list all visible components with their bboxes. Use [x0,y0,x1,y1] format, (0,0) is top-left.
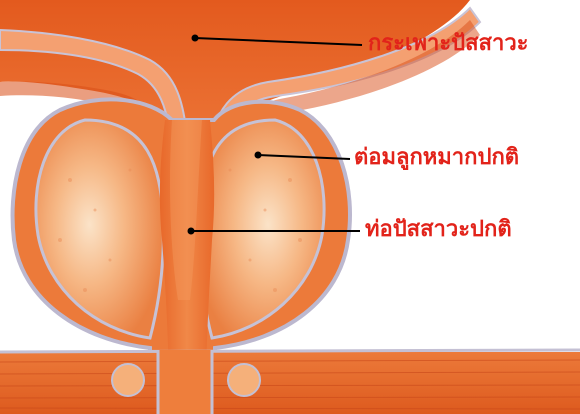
label-prostate: ต่อมลูกหมากปกติ [354,145,519,171]
gland-left [112,364,144,396]
label-urethra: ท่อปัสสาวะปกติ [365,217,512,243]
label-bladder: กระเพาะปัสสาวะ [368,31,529,57]
gland-right [228,364,260,396]
